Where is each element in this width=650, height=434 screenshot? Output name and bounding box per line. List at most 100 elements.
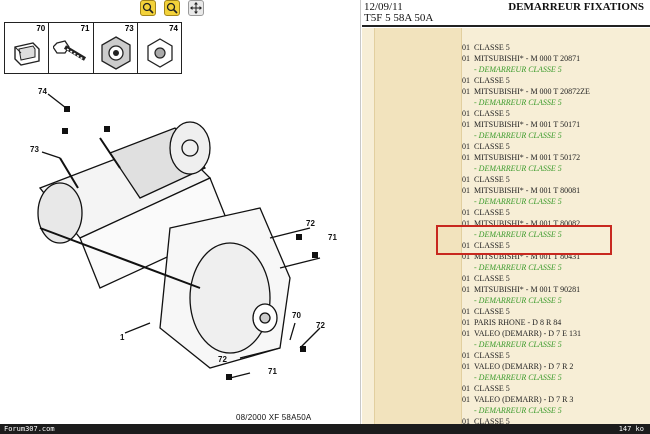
list-item-description: - DEMARREUR CLASSE 5 bbox=[462, 295, 642, 306]
item-text: VALEO (DEMARR) - D 7 E 131 bbox=[474, 329, 581, 338]
item-text: - DEMARREUR CLASSE 5 bbox=[474, 340, 562, 349]
list-item[interactable]: 01 CLASSE 5 bbox=[462, 416, 642, 424]
callout-label: 72 bbox=[316, 321, 325, 330]
item-text: - DEMARREUR CLASSE 5 bbox=[474, 98, 562, 107]
item-text: CLASSE 5 bbox=[474, 142, 510, 151]
item-text: - DEMARREUR CLASSE 5 bbox=[474, 373, 562, 382]
quantity: 01 bbox=[462, 417, 470, 424]
item-text: - DEMARREUR CLASSE 5 bbox=[474, 65, 562, 74]
list-item[interactable]: 01 MITSUBISHI* - M 001 T 80081 bbox=[462, 185, 642, 196]
quantity: 01 bbox=[462, 285, 470, 294]
item-text: MITSUBISHI* - M 001 T 80081 bbox=[474, 186, 581, 195]
item-text: - DEMARREUR CLASSE 5 bbox=[474, 406, 562, 415]
list-item-description: - DEMARREUR CLASSE 5 bbox=[462, 64, 642, 75]
list-item[interactable]: 01 VALEO (DEMARR) - D 7 E 131 bbox=[462, 328, 642, 339]
quantity: 01 bbox=[462, 219, 470, 228]
quantity: 01 bbox=[462, 351, 470, 360]
zoom-in-button[interactable] bbox=[140, 0, 156, 16]
list-item-description: - DEMARREUR CLASSE 5 bbox=[462, 97, 642, 108]
zoom-toolbar bbox=[140, 0, 204, 16]
list-item-description: - DEMARREUR CLASSE 5 bbox=[462, 372, 642, 383]
item-text: CLASSE 5 bbox=[474, 43, 510, 52]
list-item[interactable]: 01 PARIS RHONE - D 8 R 84 bbox=[462, 317, 642, 328]
item-text: CLASSE 5 bbox=[474, 384, 510, 393]
parts-list-panel: 12/09/11 DEMARREUR FIXATIONS T5F 5 58A 5… bbox=[362, 0, 650, 424]
part-number: 70 bbox=[36, 24, 46, 33]
document-date: 12/09/11 bbox=[364, 1, 403, 13]
item-text: MITSUBISHI* - M 001 T 80082 bbox=[474, 219, 581, 228]
quantity: 01 bbox=[462, 252, 470, 261]
list-item[interactable]: 01 CLASSE 5 bbox=[462, 207, 642, 218]
quantity: 01 bbox=[462, 274, 470, 283]
fit-view-button[interactable] bbox=[188, 0, 204, 16]
list-item[interactable]: 01 CLASSE 5 bbox=[462, 350, 642, 361]
quantity: 01 bbox=[462, 43, 470, 52]
magnifier-icon bbox=[142, 2, 154, 14]
part-cell[interactable]: 71 bbox=[49, 23, 94, 73]
status-bar: Forum307.com 147 ko bbox=[0, 424, 650, 434]
item-text: MITSUBISHI* - M 001 T 90281 bbox=[474, 285, 581, 294]
item-text: - DEMARREUR CLASSE 5 bbox=[474, 164, 562, 173]
item-text: - DEMARREUR CLASSE 5 bbox=[474, 197, 562, 206]
quantity: 01 bbox=[462, 241, 470, 250]
magnifier-icon bbox=[166, 2, 178, 14]
item-text: - DEMARREUR CLASSE 5 bbox=[474, 131, 562, 140]
header-divider bbox=[362, 25, 650, 27]
list-item[interactable]: 01 CLASSE 5 bbox=[462, 42, 642, 53]
list-item-description: - DEMARREUR CLASSE 5 bbox=[462, 339, 642, 350]
item-text: PARIS RHONE - D 8 R 84 bbox=[474, 318, 562, 327]
list-item-description: - DEMARREUR CLASSE 5 bbox=[462, 130, 642, 141]
list-item[interactable]: 01 MITSUBISHI* - M 001 T 90281 bbox=[462, 284, 642, 295]
quantity: 01 bbox=[462, 175, 470, 184]
part-number: 73 bbox=[124, 24, 134, 33]
part-cell[interactable]: 74 bbox=[138, 23, 181, 73]
item-text: - DEMARREUR CLASSE 5 bbox=[474, 263, 562, 272]
item-text: CLASSE 5 bbox=[474, 307, 510, 316]
file-size: 147 ko bbox=[618, 425, 644, 433]
item-text: VALEO (DEMARR) - D 7 R 2 bbox=[474, 362, 574, 371]
item-text: CLASSE 5 bbox=[474, 208, 510, 217]
item-text: MITSUBISHI* - M 000 T 20871 bbox=[474, 54, 581, 63]
item-text: CLASSE 5 bbox=[474, 351, 510, 360]
quantity: 01 bbox=[462, 329, 470, 338]
list-item[interactable]: 01 CLASSE 5 bbox=[462, 141, 642, 152]
quantity: 01 bbox=[462, 186, 470, 195]
quantity: 01 bbox=[462, 208, 470, 217]
item-text: - DEMARREUR CLASSE 5 bbox=[474, 230, 562, 239]
part-number: 74 bbox=[169, 24, 178, 33]
quantity: 01 bbox=[462, 142, 470, 151]
list-item[interactable]: 01 MITSUBISHI* - M 001 T 80082 bbox=[462, 218, 642, 229]
bolt-icon bbox=[53, 40, 87, 61]
callout-label: 71 bbox=[268, 367, 277, 376]
quantity: 01 bbox=[462, 318, 470, 327]
callout-label: 72 bbox=[306, 219, 315, 228]
callout-label: 71 bbox=[328, 233, 337, 242]
list-item-description: - DEMARREUR CLASSE 5 bbox=[462, 196, 642, 207]
callout-label: 1 bbox=[120, 333, 125, 342]
list-item-description: - DEMARREUR CLASSE 5 bbox=[462, 405, 642, 416]
item-text: MITSUBISHI* - M 001 T 80431 bbox=[474, 252, 581, 261]
clip-icon bbox=[14, 42, 40, 66]
quantity: 01 bbox=[462, 120, 470, 129]
list-item[interactable]: 01 MITSUBISHI* - M 001 T 80431 bbox=[462, 251, 642, 262]
item-text: MITSUBISHI* - M 001 T 50172 bbox=[474, 153, 581, 162]
part-cell[interactable]: 73 bbox=[94, 23, 138, 73]
part-cell[interactable]: 70 bbox=[5, 23, 50, 73]
zoom-out-button[interactable] bbox=[164, 0, 180, 16]
item-text: CLASSE 5 bbox=[474, 417, 510, 424]
parts-legend: 70 71 73 74 bbox=[4, 22, 182, 74]
